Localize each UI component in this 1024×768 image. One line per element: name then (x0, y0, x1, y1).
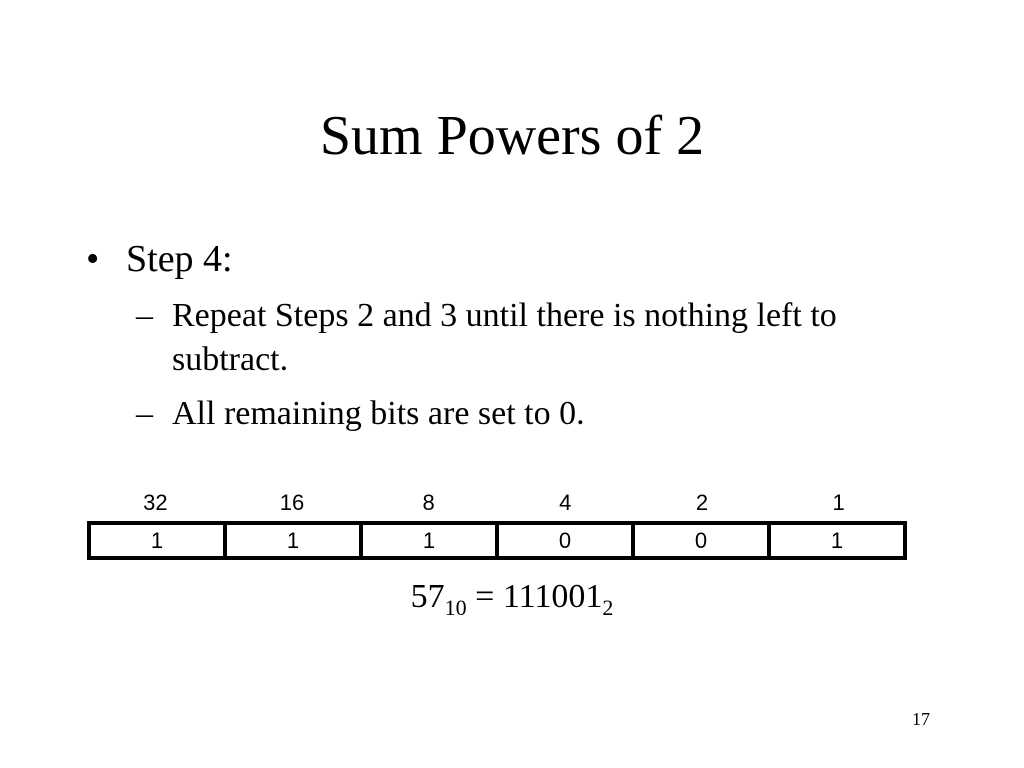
place-value-label: 32 (143, 490, 168, 515)
binary-base: 2 (602, 595, 614, 620)
place-value-label: 1 (832, 490, 845, 515)
place-value-label: 4 (559, 490, 572, 515)
binary-value: 111001 (502, 578, 603, 615)
bullet-item-step-4: • Step 4: (86, 236, 946, 282)
place-value-label: 8 (422, 490, 435, 515)
equals-sign: = (466, 578, 503, 615)
decimal-base: 10 (444, 595, 467, 620)
bit-cell: 0 (635, 525, 771, 556)
bit-cell: 1 (227, 525, 363, 556)
conversion-equation: 5710 = 1110012 (0, 574, 1024, 620)
bullet-text: Step 4: (126, 238, 233, 280)
bit-cell: 1 (363, 525, 499, 556)
bit-cell: 1 (91, 525, 227, 556)
page-number: 17 (912, 709, 930, 729)
bit-cell: 0 (499, 525, 635, 556)
dash-marker: – (136, 395, 153, 432)
place-value-label: 16 (279, 490, 305, 515)
sub-bullet-item: – Repeat Steps 2 and 3 until there is no… (136, 294, 946, 382)
bullet-list: • Step 4: – Repeat Steps 2 and 3 until t… (86, 236, 946, 446)
decimal-value: 57 (410, 578, 445, 615)
sub-bullet-list: – Repeat Steps 2 and 3 until there is no… (86, 294, 946, 436)
dash-marker: – (136, 297, 153, 334)
bit-cell: 1 (830, 528, 844, 553)
bullet-marker: • (86, 238, 100, 280)
slide-title: Sum Powers of 2 (319, 105, 705, 167)
sub-bullet-item: – All remaining bits are set to 0. (136, 392, 946, 436)
bit-table: 1 1 1 0 0 1 (87, 521, 907, 560)
sub-bullet-text: All remaining bits are set to 0. (172, 395, 585, 432)
sub-bullet-text: Repeat Steps 2 and 3 until there is noth… (172, 297, 837, 378)
place-value-label: 2 (695, 490, 709, 515)
place-value-header: 32 16 8 4 2 1 (87, 488, 907, 518)
